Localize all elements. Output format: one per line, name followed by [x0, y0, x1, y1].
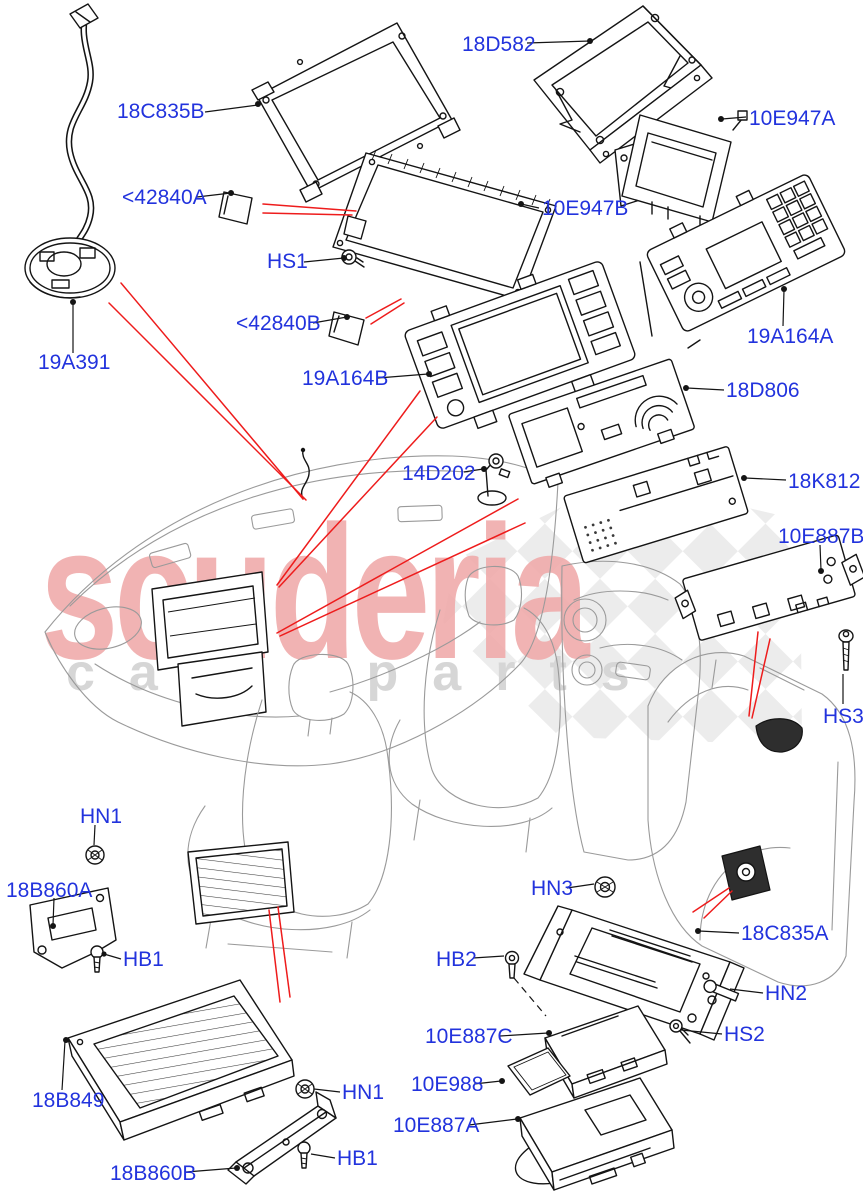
- part-label-HS2: HS2: [724, 1023, 765, 1046]
- part-label-10E887B: 10E887B: [778, 525, 863, 548]
- part-label-18B860A: 18B860A: [6, 879, 93, 902]
- part-art-18C835B: [251, 22, 461, 203]
- part-art-18B849: [67, 979, 295, 1141]
- part-label-42840B: <42840B: [236, 312, 321, 335]
- part-label-10E947A: 10E947A: [749, 107, 836, 130]
- part-art-10E887C: [544, 1005, 668, 1099]
- part-label-19A164B: 19A164B: [302, 367, 389, 390]
- part-art-18D582: [533, 5, 713, 164]
- vehicle-interior-art: [44, 447, 856, 987]
- part-label-10E947B: 10E947B: [542, 197, 629, 220]
- part-label-HN2: HN2: [765, 982, 808, 1005]
- part-art-underseat-amp: [187, 841, 295, 925]
- part-label-10E887C: 10E887C: [425, 1025, 513, 1048]
- part-label-HN1-right: HN1: [342, 1081, 385, 1104]
- checkered-flag-watermark: [443, 478, 802, 745]
- part-label-18C835B: 18C835B: [117, 100, 205, 123]
- part-art-10E988: [507, 1047, 571, 1096]
- part-art-HS3-screw: [838, 629, 854, 671]
- part-label-18C835A: 18C835A: [741, 922, 829, 945]
- part-art-HB2-bolt: [504, 950, 520, 979]
- part-art-10E947B: [332, 149, 557, 301]
- part-art-18C835A: [523, 905, 745, 1041]
- part-art-14D202: [477, 453, 511, 506]
- part-label-14D202: 14D202: [402, 462, 476, 485]
- part-label-18K812: 18K812: [788, 470, 861, 493]
- part-label-18D582: 18D582: [462, 33, 536, 56]
- part-label-18D806: 18D806: [726, 379, 800, 402]
- part-art-HS2-screw: [669, 1019, 691, 1044]
- part-art-19A164B: [404, 261, 636, 430]
- part-art-10E887B: [674, 534, 863, 641]
- part-label-18B860B: 18B860B: [110, 1162, 197, 1185]
- part-label-HS3: HS3: [823, 705, 863, 728]
- part-art-18K812: [563, 446, 749, 564]
- watermark-brand-text: scuderia: [40, 487, 590, 699]
- part-art-42840A: [218, 191, 253, 225]
- part-art-18B860B: [227, 1091, 337, 1185]
- trunk-trim-art: [647, 652, 856, 987]
- part-label-19A164A: 19A164A: [747, 325, 834, 348]
- part-label-HN3: HN3: [531, 877, 574, 900]
- part-label-HB2: HB2: [436, 948, 477, 971]
- part-label-HN1-left: HN1: [80, 805, 123, 828]
- part-art-HN2-bolt: [703, 979, 740, 1002]
- part-art-HB1-bolt-left: [90, 945, 104, 973]
- part-art-HN1-nut-right: [295, 1079, 315, 1099]
- part-label-HS1: HS1: [267, 250, 308, 273]
- part-art-10E947A: [614, 110, 748, 229]
- part-art-HN3-nut: [594, 876, 616, 898]
- part-label-42840A: <42840A: [122, 186, 207, 209]
- part-label-10E988: 10E988: [411, 1073, 484, 1096]
- part-art-10E887A: [514, 1077, 675, 1191]
- part-art-HB1-bolt-right: [297, 1141, 311, 1169]
- part-label-19A391: 19A391: [38, 351, 111, 374]
- part-art-19A164A: [639, 174, 846, 349]
- part-label-HB1-left: HB1: [123, 948, 164, 971]
- dashboard-art: [44, 447, 559, 767]
- leader-lines: [50, 38, 844, 1173]
- part-label-10E887A: 10E887A: [393, 1114, 480, 1137]
- red-reference-lines: [108, 203, 771, 1003]
- part-label-18B849: 18B849: [32, 1089, 105, 1112]
- rear-seat-art: [388, 565, 561, 853]
- part-art-19A391: [24, 3, 116, 299]
- part-art-18D806: [508, 358, 695, 488]
- door-panel-art: [561, 560, 701, 861]
- part-art-42840B: [328, 311, 365, 346]
- watermark-tagline-text: car parts: [66, 644, 664, 702]
- part-label-HB1-right: HB1: [337, 1147, 378, 1170]
- part-art-HN1-nut-left: [85, 845, 105, 865]
